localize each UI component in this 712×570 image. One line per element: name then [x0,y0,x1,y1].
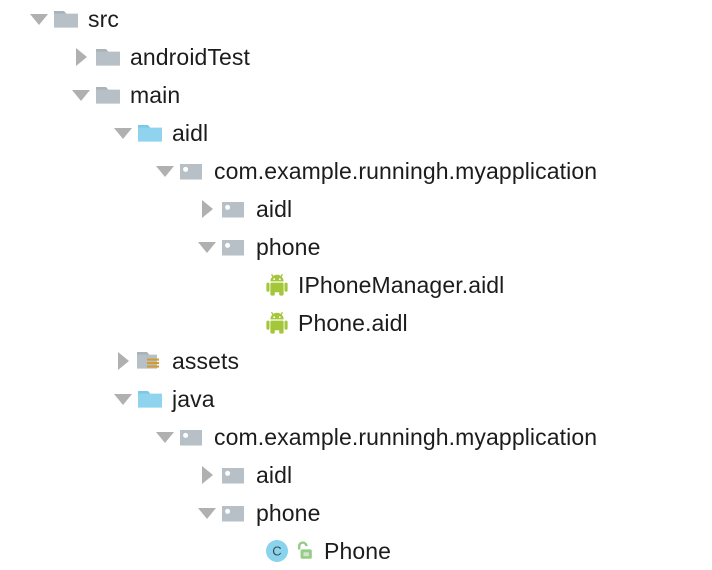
tree-indent [0,361,110,362]
tree-row-java-source-root[interactable]: java [0,380,712,418]
twisty-triangle [72,89,90,101]
tree-row-aidl-package-root[interactable]: com.example.runningh.myapplication [0,152,712,190]
tree-indent [0,57,68,58]
tree-indent [0,551,236,552]
chevron-right-icon[interactable] [68,38,94,76]
tree-indent [0,133,110,134]
twisty-triangle [117,352,129,370]
chevron-down-icon[interactable] [110,114,136,152]
tree-row-label: com.example.runningh.myapplication [214,424,598,450]
tree-indent [0,285,236,286]
twisty-triangle [156,165,174,177]
twisty-placeholder [236,532,262,570]
tree-indent [0,209,194,210]
folder-icon [94,76,124,114]
tree-indent [0,513,194,514]
chevron-down-icon[interactable] [152,418,178,456]
tree-row-label: java [172,386,215,412]
tree-row-label: Phone.aidl [298,310,408,336]
java-class-icon: C [262,532,292,570]
chevron-right-icon[interactable] [194,456,220,494]
public-lock-icon [292,532,318,570]
source-folder-icon [136,380,166,418]
tree-indent [0,247,194,248]
tree-row-assets[interactable]: assets [0,342,712,380]
chevron-down-icon[interactable] [68,76,94,114]
tree-row-label: src [88,6,119,32]
tree-row-androidTest[interactable]: androidTest [0,38,712,76]
tree-row-iphonemanager-aidl[interactable]: IPhoneManager.aidl [0,266,712,304]
android-file-icon [262,266,292,304]
twisty-placeholder [236,266,262,304]
tree-indent [0,95,68,96]
svg-text:C: C [272,544,281,559]
tree-indent [0,19,26,20]
twisty-triangle [114,127,132,139]
tree-indent [0,475,194,476]
tree-row-label: aidl [256,462,293,488]
tree-row-label: assets [172,348,240,374]
tree-row-java-package-phone[interactable]: phone [0,494,712,532]
chevron-down-icon[interactable] [26,0,52,38]
twisty-triangle [201,200,213,218]
tree-indent [0,171,152,172]
android-file-icon [262,304,292,342]
tree-indent [0,437,152,438]
twisty-triangle [75,48,87,66]
tree-row-label: aidl [256,196,293,222]
tree-row-aidl-package-phone[interactable]: phone [0,228,712,266]
package-folder-icon [178,418,208,456]
tree-row-aidl-source-root[interactable]: aidl [0,114,712,152]
package-folder-icon [220,190,250,228]
package-folder-icon [220,456,250,494]
tree-indent [0,399,110,400]
chevron-down-icon[interactable] [110,380,136,418]
chevron-right-icon[interactable] [110,342,136,380]
tree-row-label: IPhoneManager.aidl [298,272,505,298]
tree-row-label: com.example.runningh.myapplication [214,158,598,184]
tree-row-java-package-aidl[interactable]: aidl [0,456,712,494]
chevron-right-icon[interactable] [194,190,220,228]
tree-row-label: phone [256,500,321,526]
tree-row-label: main [130,82,181,108]
assets-folder-icon [136,342,166,380]
folder-icon [52,0,82,38]
folder-icon [94,38,124,76]
package-folder-icon [178,152,208,190]
chevron-down-icon[interactable] [194,228,220,266]
package-folder-icon [220,228,250,266]
twisty-triangle [30,13,48,25]
tree-row-phone-aidl[interactable]: Phone.aidl [0,304,712,342]
tree-row-label: aidl [172,120,209,146]
tree-row-src[interactable]: src [0,0,712,38]
twisty-triangle [201,466,213,484]
tree-row-java-package-root[interactable]: com.example.runningh.myapplication [0,418,712,456]
tree-row-label: phone [256,234,321,260]
chevron-down-icon[interactable] [194,494,220,532]
tree-indent [0,323,236,324]
twisty-triangle [156,431,174,443]
twisty-placeholder [236,304,262,342]
twisty-triangle [198,241,216,253]
tree-row-aidl-package-aidl[interactable]: aidl [0,190,712,228]
tree-row-label: Phone [324,538,392,564]
tree-row-main[interactable]: main [0,76,712,114]
source-folder-icon [136,114,166,152]
twisty-triangle [198,507,216,519]
chevron-down-icon[interactable] [152,152,178,190]
tree-row-phone-class[interactable]: C Phone [0,532,712,570]
tree-row-label: androidTest [130,44,251,70]
twisty-triangle [114,393,132,405]
package-folder-icon [220,494,250,532]
